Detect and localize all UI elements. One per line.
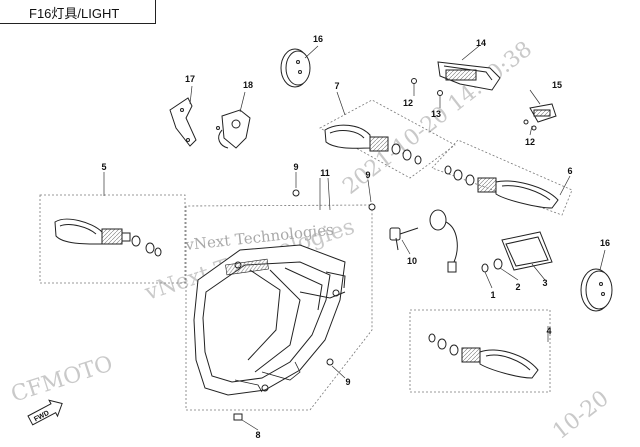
- group-outline-6: [431, 139, 573, 216]
- part-5-turn-signal: [54, 218, 162, 257]
- watermark-stamp-corner: 10-20: [548, 386, 613, 445]
- leader-lines: [103, 45, 606, 431]
- callout-2: 2: [515, 282, 520, 292]
- part-18-bracket: [216, 109, 251, 149]
- part-9-screws: [292, 189, 376, 366]
- part-13-tail-light: [411, 61, 501, 96]
- group-outlines: [39, 99, 573, 411]
- part-6-turn-signal: [444, 165, 559, 209]
- part-1-fastener: [481, 263, 489, 273]
- group-outline-11: [185, 204, 373, 411]
- callout-1: 1: [490, 290, 495, 300]
- callout-9-b: 9: [365, 170, 370, 180]
- title-box: F16灯具/LIGHT: [0, 0, 156, 24]
- callout-4: 4: [546, 326, 551, 336]
- headlight-assembly: [193, 244, 346, 396]
- callout-9-c: 9: [345, 377, 350, 387]
- part-15-plate-light: [523, 103, 557, 131]
- part-3-license-bracket: [501, 231, 553, 271]
- callout-18: 18: [243, 80, 253, 90]
- callout-5: 5: [101, 162, 106, 172]
- callout-12-b: 13: [431, 109, 441, 119]
- watermark-brand: CFMOTO: [8, 351, 116, 407]
- callout-15: 15: [552, 80, 562, 90]
- callout-10: 10: [407, 256, 417, 266]
- part-16-reflector-top: [280, 48, 311, 88]
- callout-8: 8: [255, 430, 260, 440]
- callout-13: 14: [476, 38, 486, 48]
- callout-12-a: 12: [403, 98, 413, 108]
- callout-14: 12: [525, 137, 535, 147]
- callout-3: 3: [542, 278, 547, 288]
- callout-16-right: 16: [600, 238, 610, 248]
- callout-11: 11: [320, 168, 330, 178]
- callout-6: 6: [567, 166, 572, 176]
- part-8-screw: [233, 413, 243, 421]
- part-2-fastener: [493, 258, 503, 270]
- part-4-turn-signal: [428, 333, 539, 379]
- callout-9-a: 9: [293, 162, 298, 172]
- part-7-turn-signal: [324, 124, 422, 165]
- part-16-reflector-right: [580, 268, 613, 312]
- callout-17: 17: [185, 74, 195, 84]
- group-outline-4: [409, 309, 551, 393]
- callout-labels: 17 18 16 14 12 13 15 12 7 6 5 9 9 11 10 …: [101, 34, 610, 440]
- page-title: F16灯具/LIGHT: [29, 6, 120, 21]
- group-outline-7: [319, 99, 456, 179]
- part-17-bracket: [169, 97, 197, 147]
- group-outline-5: [39, 194, 186, 284]
- callout-16-top: 16: [313, 34, 323, 44]
- callout-7: 7: [334, 81, 339, 91]
- part-10-bulb-harness: [389, 209, 458, 273]
